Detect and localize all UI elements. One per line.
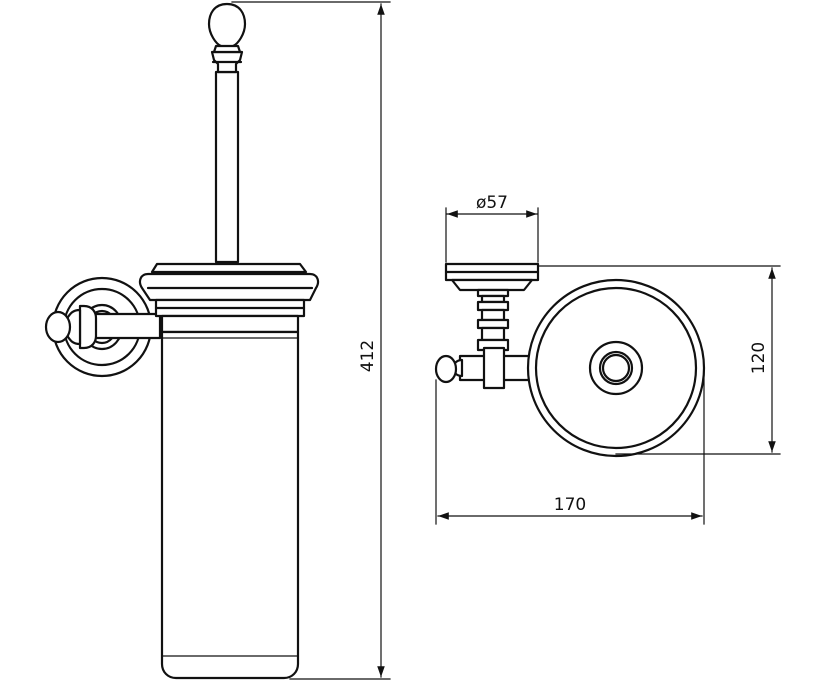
side-arm — [434, 346, 534, 390]
depth-dimension-label: 120 — [749, 342, 769, 374]
container-top-view — [526, 278, 706, 458]
diameter-dimension: ø57 — [445, 193, 539, 263]
glass-container — [160, 330, 300, 680]
height-dimension: 412 — [231, 1, 391, 680]
front-view: 412 — [44, 1, 391, 680]
width-dimension-label: 170 — [554, 495, 586, 515]
height-dimension-label: 412 — [358, 340, 378, 372]
side-view: ø57 120 170 — [434, 193, 781, 525]
brush-handle — [207, 2, 247, 264]
wall-plate — [444, 262, 540, 292]
diameter-dimension-label: ø57 — [476, 193, 508, 213]
depth-dimension: 120 — [537, 265, 781, 455]
bracket-arm — [44, 304, 162, 350]
bracket-stem — [476, 288, 510, 352]
width-dimension: 170 — [435, 371, 705, 525]
holder-lid — [138, 262, 320, 334]
